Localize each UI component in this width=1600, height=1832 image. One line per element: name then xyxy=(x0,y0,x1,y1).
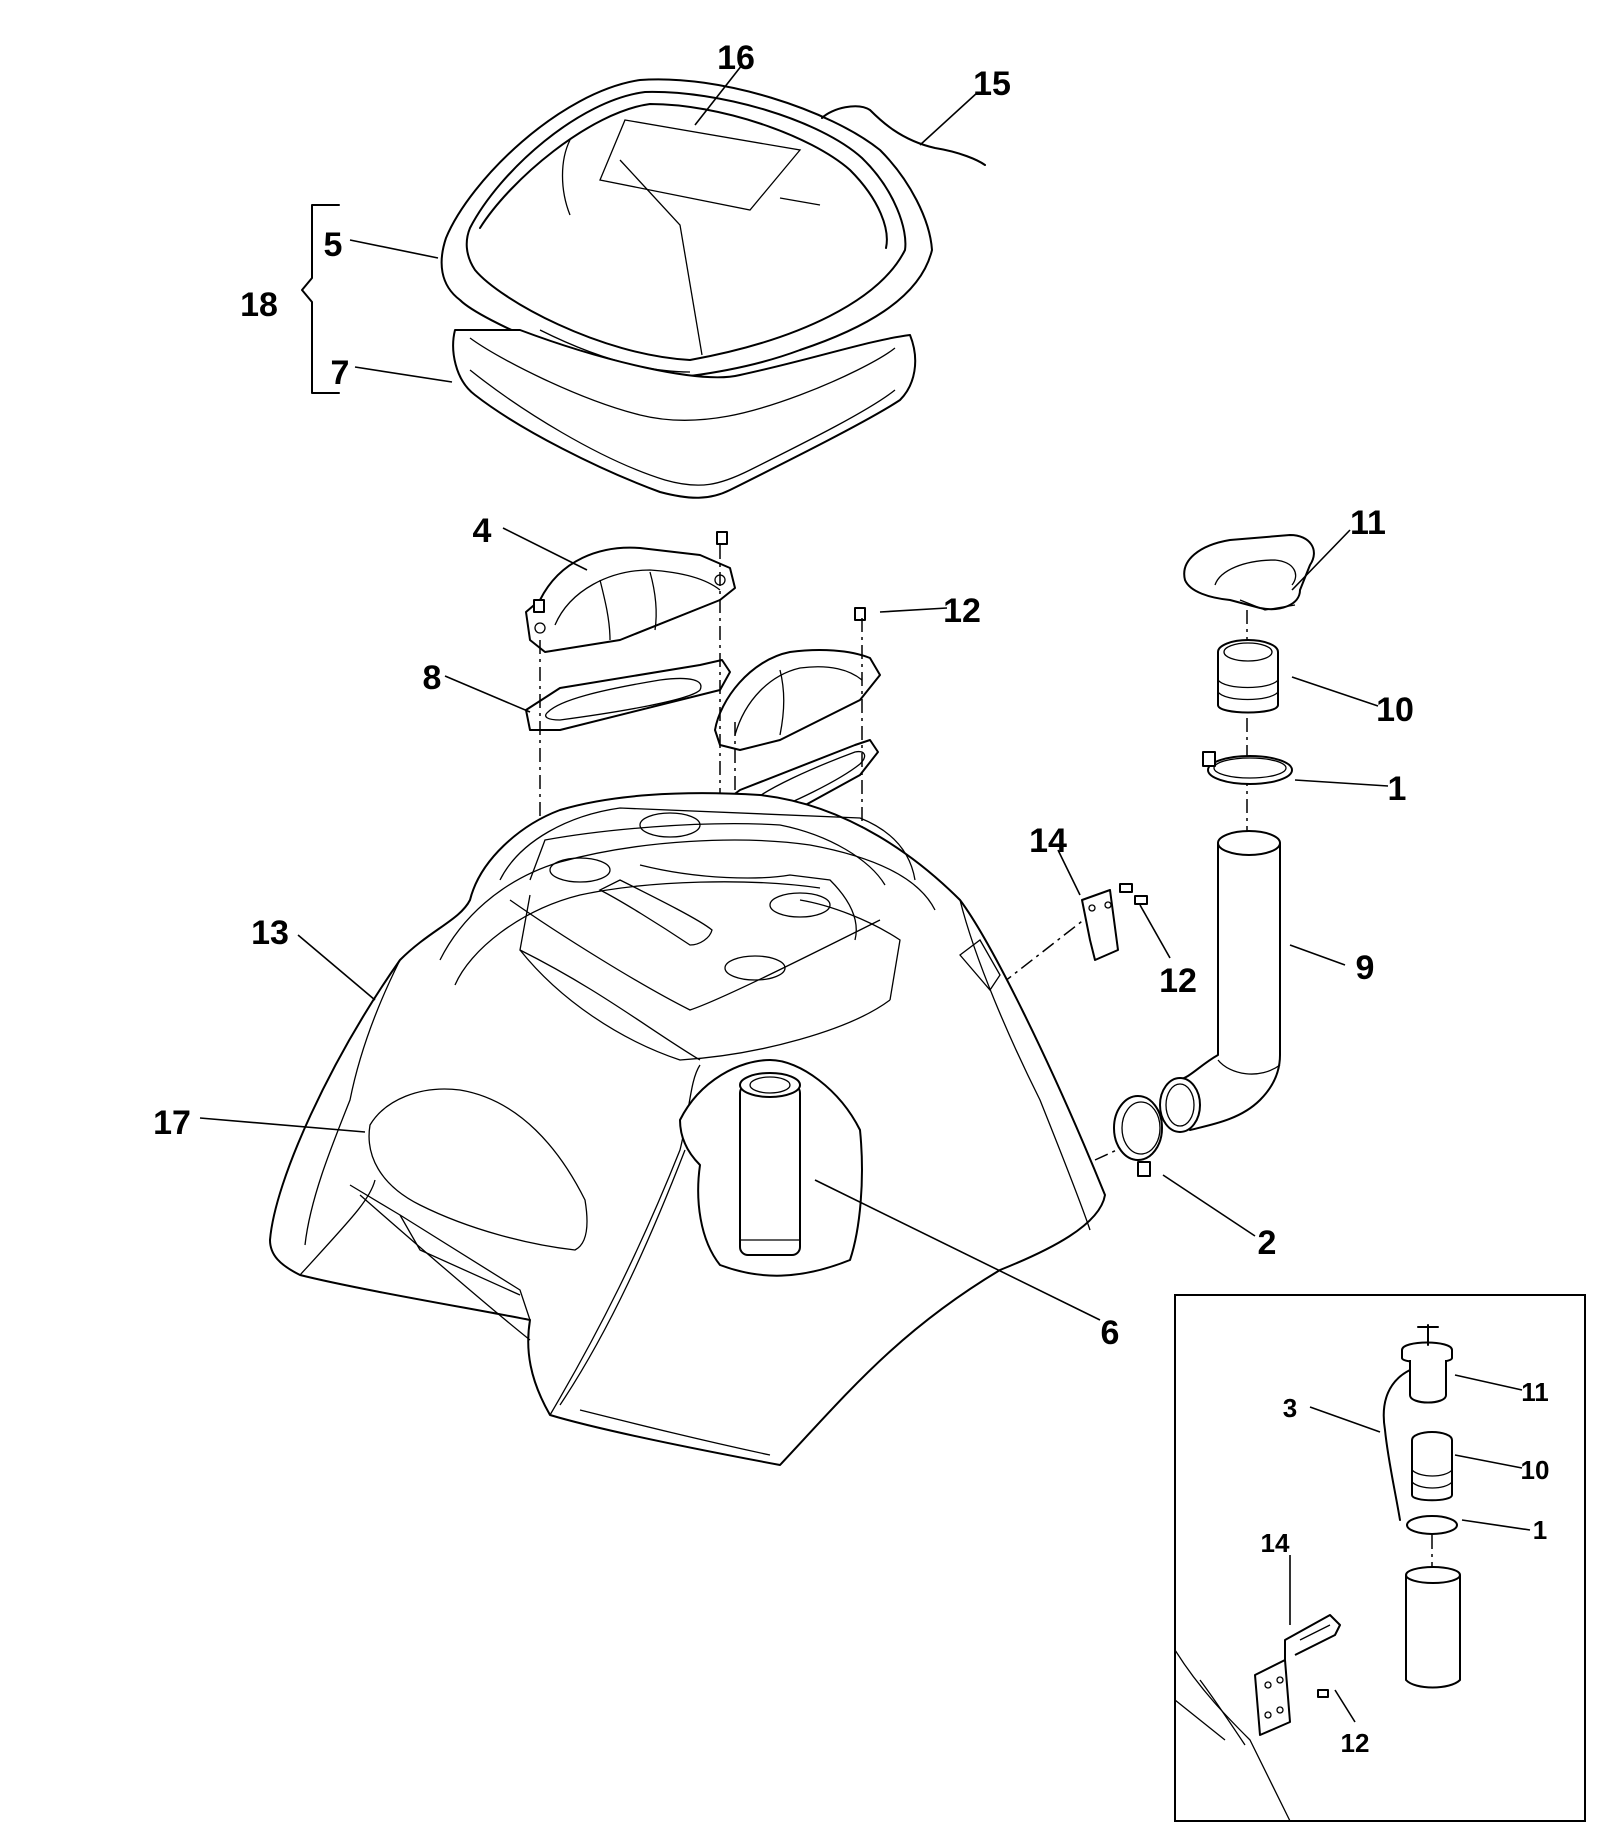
cover-part-4 xyxy=(525,546,736,653)
main-callout-4: 4 xyxy=(473,512,492,550)
main-callout-18: 18 xyxy=(240,286,278,324)
main-callout-12: 12 xyxy=(943,592,981,630)
fitting-part-10 xyxy=(1217,639,1279,714)
clamp-part-2 xyxy=(1113,1095,1163,1177)
main-leader-17 xyxy=(199,1117,366,1133)
main-callout-11: 11 xyxy=(1350,504,1386,542)
group-bracket-18 xyxy=(301,204,340,394)
main-leader-14 xyxy=(1057,849,1081,896)
tank-body-part-13 xyxy=(269,792,1106,1466)
main-callout-1: 1 xyxy=(1388,770,1407,808)
main-leader-13 xyxy=(297,934,376,1001)
main-leader-8 xyxy=(444,675,531,713)
main-callout-9: 9 xyxy=(1356,949,1375,987)
cover-part-4-second xyxy=(714,649,881,751)
main-leader-9 xyxy=(1289,944,1346,966)
inset-callout-11: 11 xyxy=(1521,1377,1549,1407)
inset-callout-10: 10 xyxy=(1521,1455,1550,1485)
bracket-part-14 xyxy=(1081,883,1148,961)
main-leader-12 xyxy=(1139,904,1171,959)
main-callout-14: 14 xyxy=(1029,822,1067,860)
main-leader-12 xyxy=(879,607,948,613)
main-leader-6 xyxy=(814,1179,1101,1321)
main-leader-7 xyxy=(354,366,453,383)
main-callout-2: 2 xyxy=(1258,1224,1277,1262)
gasket-part-8 xyxy=(525,659,731,731)
main-callout-8: 8 xyxy=(423,659,442,697)
main-callout-6: 6 xyxy=(1101,1314,1120,1352)
cap-part-11 xyxy=(1183,534,1315,611)
inset-callout-12: 12 xyxy=(1341,1728,1370,1758)
main-callout-16: 16 xyxy=(717,39,755,77)
main-callout-10: 10 xyxy=(1376,691,1414,729)
main-leader-16 xyxy=(694,64,743,126)
main-leader-10 xyxy=(1291,676,1379,707)
inset-leader-10 xyxy=(1454,1454,1523,1469)
lid-part-5 xyxy=(440,78,986,377)
inset-leader-12 xyxy=(1334,1689,1356,1723)
callout-layer: 16 15 5 18 7 4 11 12 8 10 1 14 13 9 12 17 2 6 11 3 10 1 14 12 xyxy=(153,39,1549,1758)
detail-inset xyxy=(1174,1294,1586,1822)
main-callout-13: 13 xyxy=(251,914,289,952)
main-leader-11 xyxy=(1291,529,1351,591)
main-leader-15 xyxy=(919,91,979,146)
inset-leader-11 xyxy=(1454,1374,1523,1391)
main-leader-1 xyxy=(1294,779,1389,787)
inset-leader-3 xyxy=(1309,1406,1381,1433)
gasket-part-7 xyxy=(452,329,917,499)
inset-callout-14: 14 xyxy=(1261,1528,1290,1558)
main-leader-4 xyxy=(502,527,588,571)
inset-callout-3: 3 xyxy=(1283,1393,1297,1423)
clamp-part-1 xyxy=(1202,751,1293,785)
inset-callout-1: 1 xyxy=(1533,1515,1547,1545)
hose-part-9 xyxy=(1159,830,1281,1133)
main-callout-7: 7 xyxy=(331,354,350,392)
main-callout-5: 5 xyxy=(324,226,343,264)
main-callout-17: 17 xyxy=(153,1104,191,1142)
main-leader-2 xyxy=(1162,1174,1256,1237)
main-callout-15: 15 xyxy=(973,65,1011,103)
inset-leader-1 xyxy=(1461,1519,1531,1531)
main-callout-12: 12 xyxy=(1159,962,1197,1000)
main-leader-5 xyxy=(349,239,439,259)
